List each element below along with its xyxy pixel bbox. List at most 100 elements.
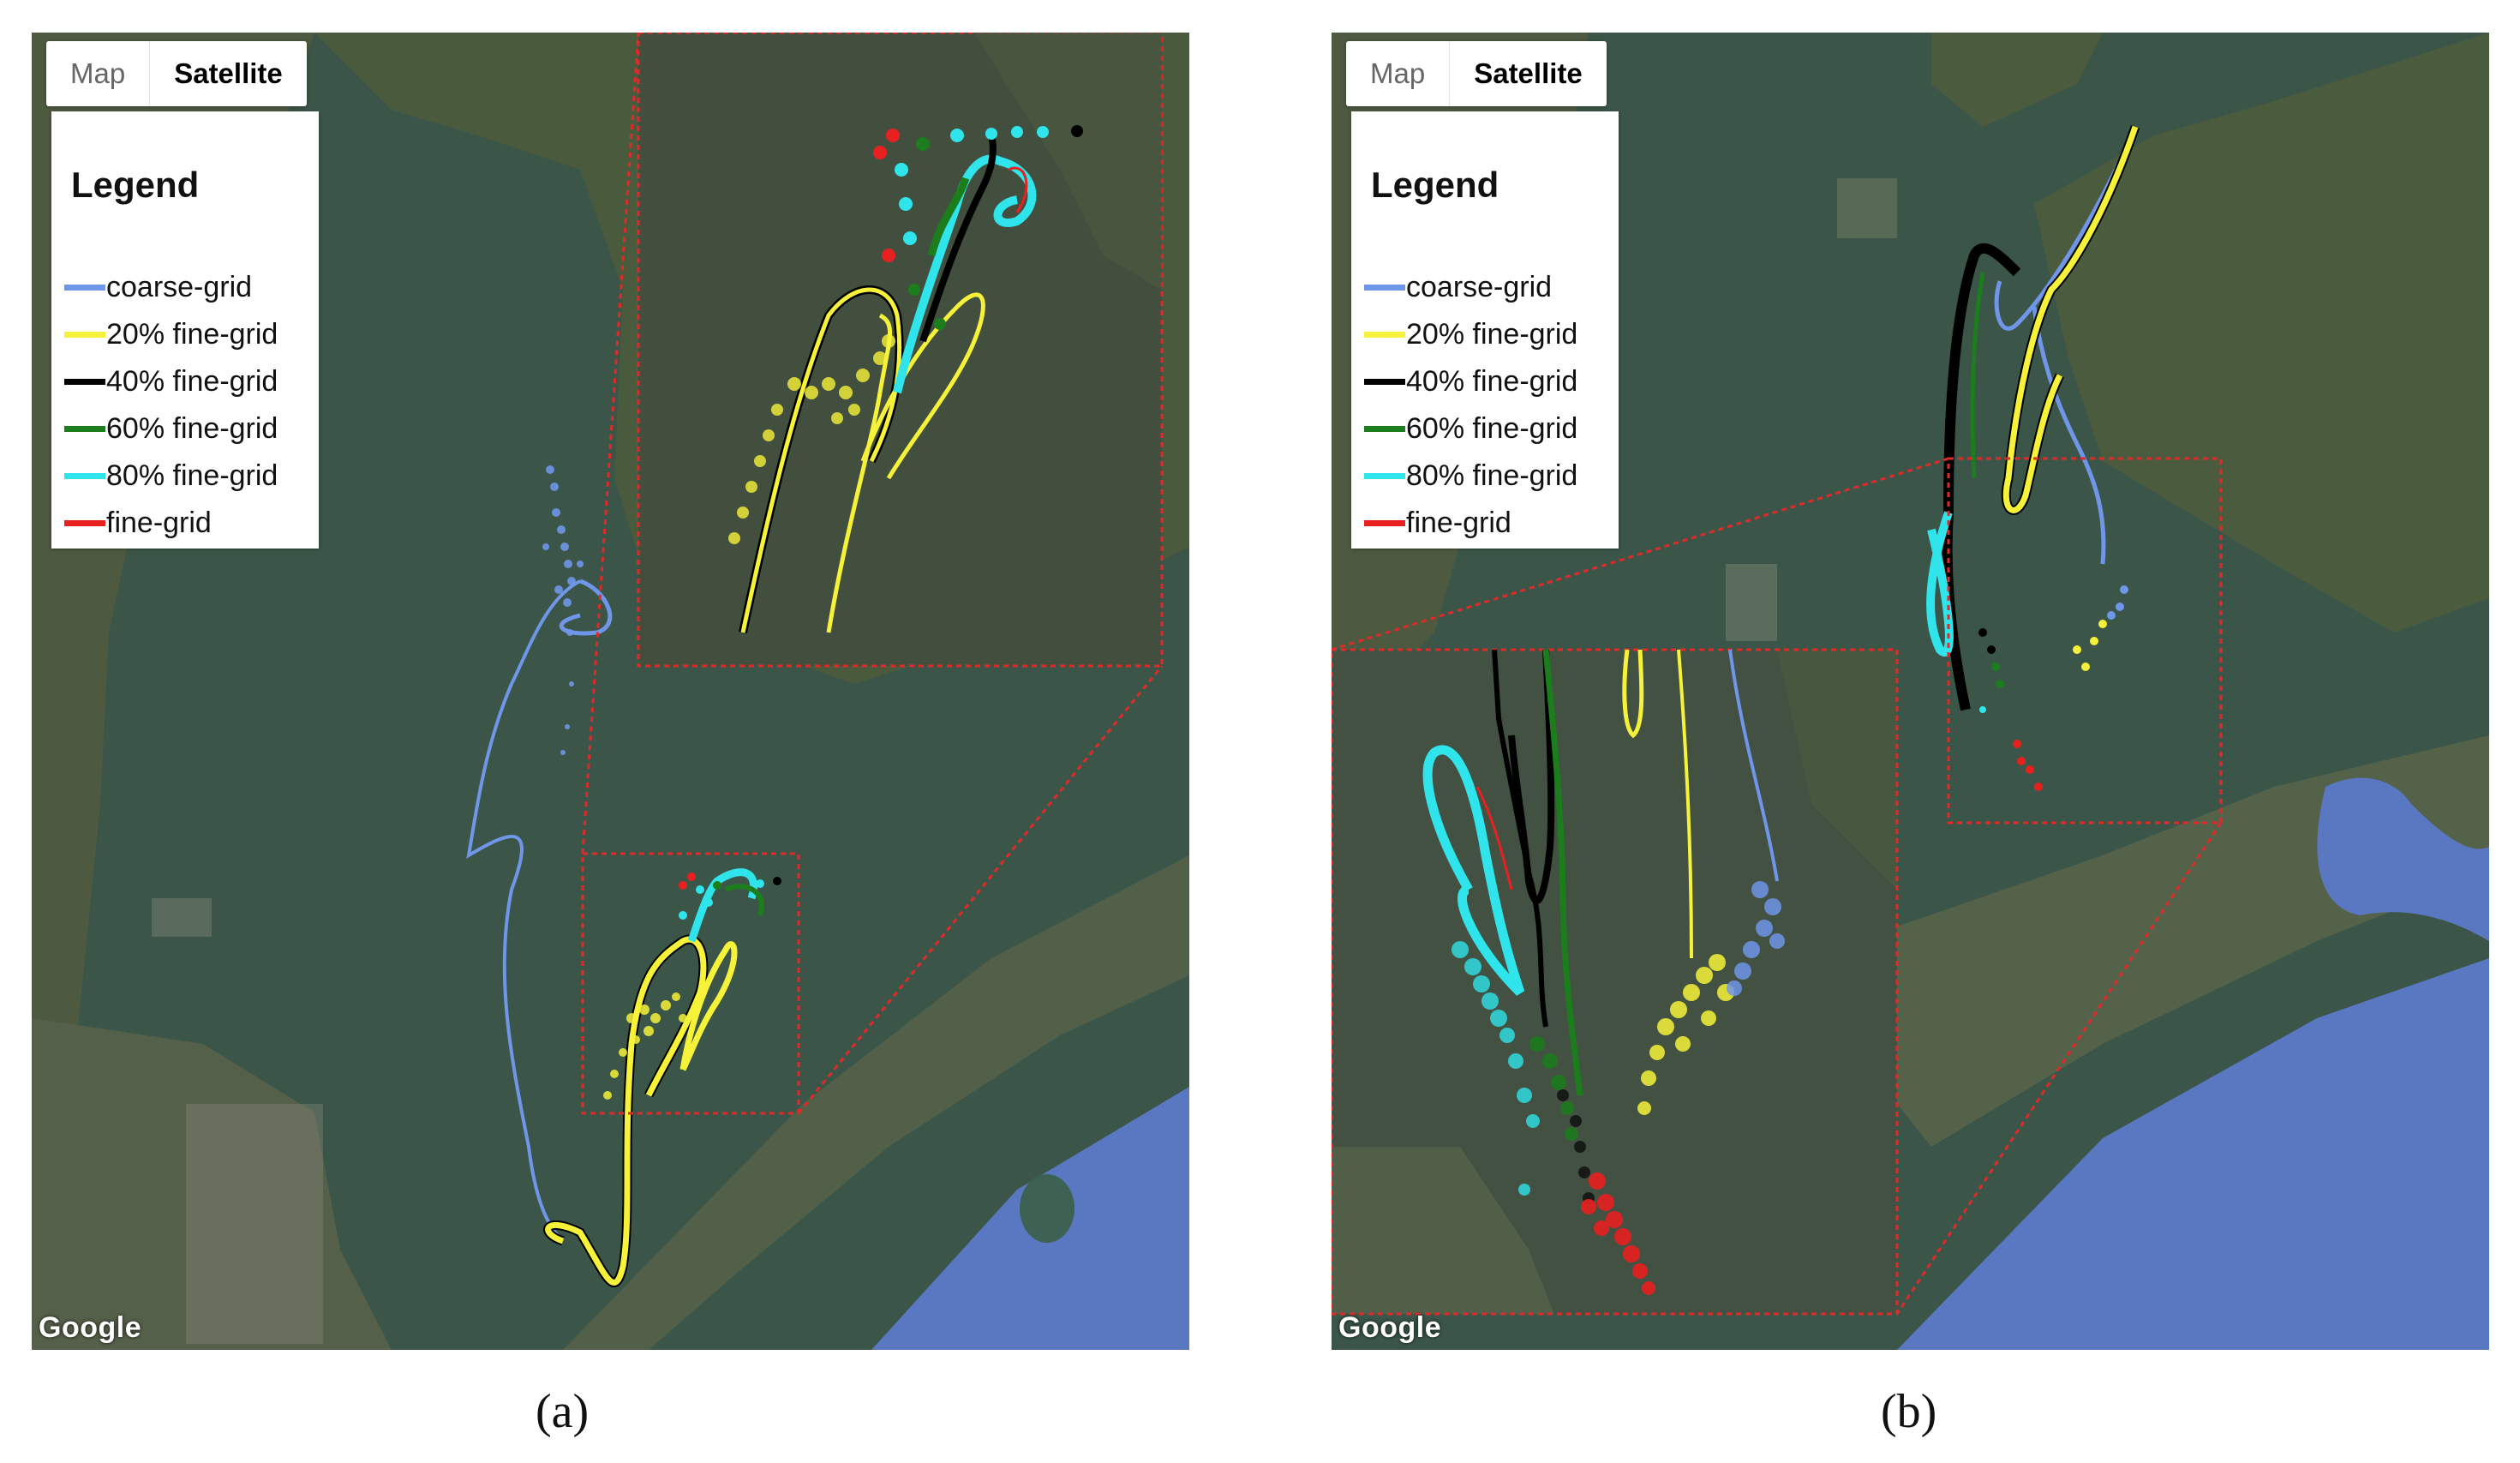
island-patch [1837,178,1897,238]
coarse-grid-particles [542,465,584,755]
legend-item-40-fine-grid: 40% fine-grid [1364,360,1577,403]
20-fine-grid-trajectory [2002,125,2139,513]
20-fine-grid-zoom-b [826,313,892,633]
zoom-region-box [581,852,800,1115]
legend-label: 40% fine-grid [1406,364,1578,398]
legend-swatch [64,472,105,479]
legend-title: Legend [71,165,200,205]
legend-swatch [64,425,105,432]
caption-a: (a) [536,1385,590,1438]
legend-swatch [1364,284,1405,291]
north-land [1931,33,2103,127]
coarse-grid-trajectory-b [2032,306,2106,565]
legend-label: 80% fine-grid [1406,459,1578,492]
terminal-particles [679,872,781,920]
fine-grid-zoom-particles [1581,1172,1655,1295]
20-fine-grid-particles [603,992,687,1100]
legend-swatch [64,331,105,338]
60-fine-grid-zoom [927,177,970,257]
map-button[interactable]: Map [1346,41,1451,106]
urban-patch [186,1104,323,1344]
legend-swatch [64,378,105,385]
legend-label: 20% fine-grid [106,317,278,351]
80-fine-grid-zoom-particles [1452,941,1540,1196]
zoom-connector-line [797,665,1164,1114]
coarse-grid-zoom-particles [1727,881,1785,996]
ocean-shoal [1020,1174,1074,1243]
20-fine-grid-zoom-b [1677,649,1693,959]
legend-item-coarse-grid: coarse-grid [64,266,252,309]
20-fine-grid-zoom-particles [1637,954,1734,1115]
northeast-land [2034,33,2489,633]
legend-item-coarse-grid: coarse-grid [1364,266,1552,309]
particles-b [1978,585,2128,791]
legend-label: 40% fine-grid [106,364,278,398]
coarse-grid-trajectory [466,579,581,1243]
zoom-connector-line [1332,457,1949,651]
barrier-island-land [563,855,1189,1350]
60-fine-grid-zoom [1542,649,1583,1096]
zoom-connector-line [1895,822,2223,1315]
gulf-inlet [2317,777,2489,941]
map-type-control[interactable]: Map Satellite [46,41,307,106]
satellite-button[interactable]: Satellite [174,57,283,89]
legend-box: Legend coarse-grid 20% fine-grid 40% fin… [51,111,319,549]
60-fine-grid-trajectory [724,884,764,916]
field-patch [1726,564,1777,641]
legend-box: Legend coarse-grid 20% fine-grid 40% fin… [1351,111,1619,549]
legend-swatch [64,519,105,526]
20-fine-grid-loop [679,941,738,1071]
legend-label: coarse-grid [1406,270,1553,303]
map-panel-b[interactable]: Map Satellite Legend coarse-grid 20% fin… [1332,33,2489,1350]
fine-grid-zoom [1008,166,1028,213]
google-attribution[interactable]: Google [1338,1311,1442,1344]
caption-b: (b) [1881,1385,1937,1438]
legend-item-fine-grid: fine-grid [1364,501,1511,544]
legend-label: 20% fine-grid [1406,317,1578,351]
legend-swatch [1364,331,1405,338]
legend-item-80-fine-grid: 80% fine-grid [1364,454,1577,497]
legend-item-fine-grid: fine-grid [64,501,212,544]
legend-label: 80% fine-grid [106,459,278,492]
80-fine-grid-zoom [1422,745,1525,996]
legend-item-20-fine-grid: 20% fine-grid [64,313,278,356]
80-fine-grid-trajectory [687,868,758,943]
legend-item-60-fine-grid: 60% fine-grid [1364,407,1577,450]
map-type-control[interactable]: Map Satellite [1346,41,1607,106]
20-fine-grid-zoom-particles [728,334,895,544]
coarse-grid-zoom [1728,649,1779,882]
legend-swatch [1364,472,1405,479]
60-fine-grid-zoom-particles [1529,1036,1578,1141]
map-button[interactable]: Map [46,41,151,106]
20-fine-grid-trajectory [545,936,707,1286]
legend-swatch [1364,519,1405,526]
southwest-town-land [32,1018,392,1350]
legend-label: fine-grid [1406,506,1511,539]
legend-label: coarse-grid [106,270,253,303]
zoom-region-box [1947,457,2223,824]
legend-swatch [64,284,105,291]
legend-item-40-fine-grid: 40% fine-grid [64,360,278,403]
zoom-inset-a [637,33,1164,668]
20-fine-grid-zoom [1622,649,1644,739]
urban-patch [152,898,212,937]
satellite-map-a[interactable] [32,33,1189,1350]
google-attribution[interactable]: Google [39,1311,142,1344]
legend-label: fine-grid [106,506,212,539]
40-fine-grid-zoom-loop [1508,649,1555,904]
legend-swatch [1364,425,1405,432]
terminal-zoom-particles [873,125,1083,330]
40-fine-grid-zoom-particles [1557,1089,1595,1204]
legend-item-20-fine-grid: 20% fine-grid [1364,313,1577,356]
map-panel-a[interactable]: Map Satellite Legend coarse-grid 20% fin… [32,33,1189,1350]
fine-grid-zoom [1475,786,1513,890]
satellite-button[interactable]: Satellite [1474,57,1583,89]
legend-swatch [1364,378,1405,385]
legend-item-60-fine-grid: 60% fine-grid [64,407,278,450]
40-fine-grid-zoom-b [919,135,997,343]
zoom-inset-b [1332,648,1899,1316]
legend-label: 60% fine-grid [1406,411,1578,445]
80-fine-grid-trajectory [1926,511,1954,657]
legend-label: 60% fine-grid [106,411,278,445]
legend-title: Legend [1371,165,1499,205]
